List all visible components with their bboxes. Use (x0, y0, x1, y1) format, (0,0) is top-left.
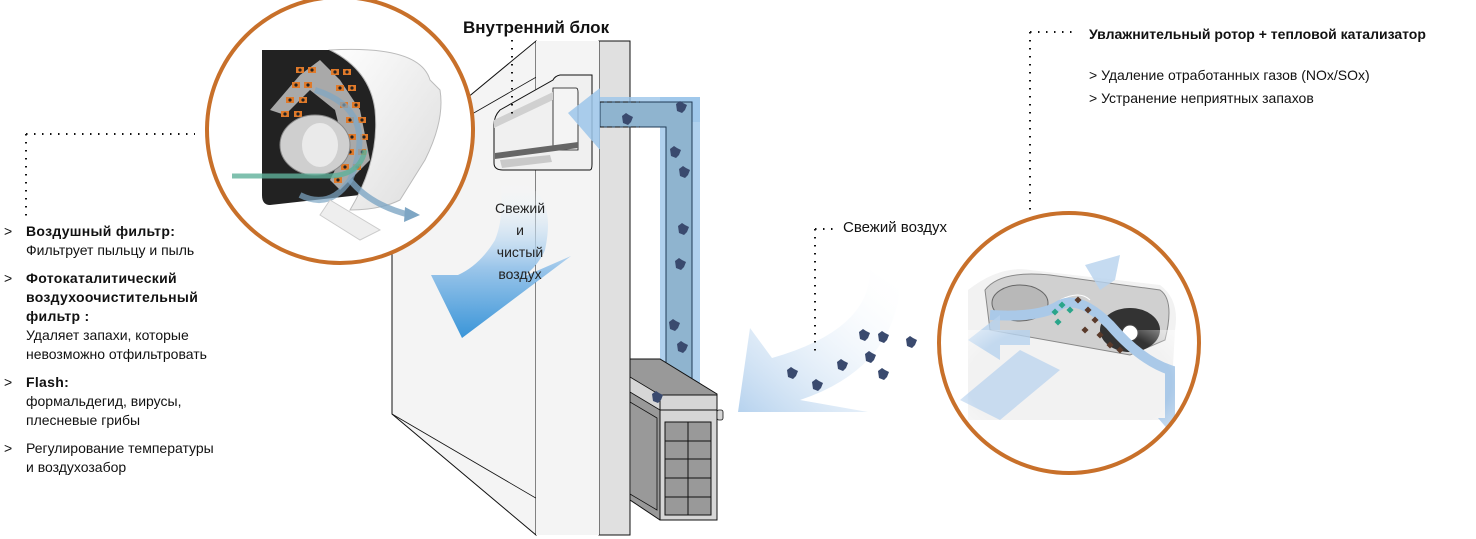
feature-title: Воздушный фильтр: (26, 223, 176, 239)
pollutant-particle (676, 101, 687, 113)
leader-fresh-air (814, 228, 835, 352)
pollutant-particle (670, 146, 681, 158)
feature-desc: Удаляет запахи, которые (26, 327, 189, 343)
feature-item-air-filter: > Воздушный фильтр: Фильтрует пыльцу и п… (4, 222, 274, 260)
pollutant-particle (878, 331, 889, 343)
fresh-air-arrow (738, 270, 900, 412)
pollutant-particle (677, 341, 688, 353)
feature-list: > Воздушный фильтр: Фильтрует пыльцу и п… (4, 222, 274, 486)
feature-title: фильтр : (26, 308, 90, 324)
filter-fin-dot (350, 86, 354, 90)
filter-fin-dot (296, 112, 300, 116)
pollutant-particle (865, 351, 876, 363)
feature-item-photocatalytic-filter: > Фотокаталитический воздухоочистительны… (4, 269, 274, 364)
pollutant-particle (837, 359, 848, 371)
bullet-chevron-icon: > (4, 374, 13, 390)
filter-fin-dot (310, 68, 314, 72)
filter-fin-dot (343, 165, 347, 169)
indoor-unit-cutaway-callout (205, 0, 475, 265)
fresh-clean-air-line: чистый (496, 244, 544, 260)
filter-fin-dot (362, 135, 366, 139)
fresh-air-label: Свежий воздух (843, 219, 948, 236)
filter-fin-dot (360, 118, 364, 122)
bullet-chevron-icon: > (4, 440, 13, 456)
feature-title: Flash: (26, 374, 70, 390)
feature-item-temperature-control: > Регулирование температуры и воздухозаб… (4, 439, 274, 477)
feature-desc: плесневые грибы (26, 412, 141, 428)
filter-fin-dot (298, 68, 302, 72)
feature-desc: Фильтрует пыльцу и пыль (26, 242, 195, 258)
filter-fin-dot (338, 86, 342, 90)
clean-air-arrow (431, 180, 571, 338)
pollutant-particle (906, 336, 917, 348)
pollutant-particle (675, 258, 686, 270)
humidifier-point: > Устранение неприятных запахов (1089, 90, 1314, 106)
filter-fin-dot (306, 83, 310, 87)
filter-fin-dot (333, 70, 337, 74)
feature-desc: и воздухозабор (26, 459, 127, 475)
feature-desc: невозможно отфильтровать (26, 346, 207, 362)
humidifier-point: > Удаление отработанных газов (NOx/SOx) (1089, 67, 1370, 83)
humidifier-callout (937, 211, 1201, 475)
pollutant-particle (679, 166, 690, 178)
feature-title: воздухоочистительный (26, 289, 199, 305)
feature-title: Фотокаталитический (26, 270, 177, 286)
filter-fin-dot (301, 98, 305, 102)
filter-fin-dot (336, 178, 340, 182)
leader-left-filter (25, 133, 195, 218)
filter-fin-dot (294, 83, 298, 87)
humidifier-points: > Удаление отработанных газов (NOx/SOx) … (1089, 64, 1370, 110)
fresh-clean-air-label: Свежий и чистый воздух (470, 197, 570, 285)
filter-fin-dot (354, 103, 358, 107)
indoor-unit (493, 74, 593, 171)
filter-fin-dot (348, 118, 352, 122)
pollutant-particle (622, 113, 633, 125)
fresh-clean-air-line: воздух (498, 266, 542, 282)
leader-lines (25, 31, 1075, 352)
fresh-clean-air-line: Свежий (494, 200, 546, 216)
filter-fin-dot (283, 112, 287, 116)
pollutant-particle (812, 379, 823, 391)
pollutant-particle (878, 368, 889, 380)
fresh-clean-air-line: и (516, 222, 524, 238)
humidifier-title: Увлажнительный ротор + тепловой катализа… (1089, 26, 1426, 42)
feature-item-flash: > Flash: формальдегид, вирусы, плесневые… (4, 373, 274, 430)
feature-desc: формальдегид, вирусы, (26, 393, 182, 409)
pollutant-particle (787, 367, 798, 379)
outdoor-unit (629, 358, 724, 521)
bullet-chevron-icon: > (4, 270, 13, 286)
filter-fin-dot (350, 135, 354, 139)
pollutant-particle (669, 319, 680, 331)
inflow-arrowhead (568, 88, 600, 150)
refrigerant-pipe (568, 88, 700, 387)
filter-fin-dot (288, 98, 292, 102)
pollutant-particle (652, 391, 663, 403)
pollutant-particle (678, 223, 689, 235)
indoor-unit-label: Внутренний блок (463, 18, 610, 37)
feature-desc: Регулирование температуры (26, 440, 214, 456)
filter-fin-dot (345, 70, 349, 74)
bullet-chevron-icon: > (4, 223, 13, 239)
pollutant-particle (859, 329, 870, 341)
leader-humidifier (1029, 31, 1075, 216)
